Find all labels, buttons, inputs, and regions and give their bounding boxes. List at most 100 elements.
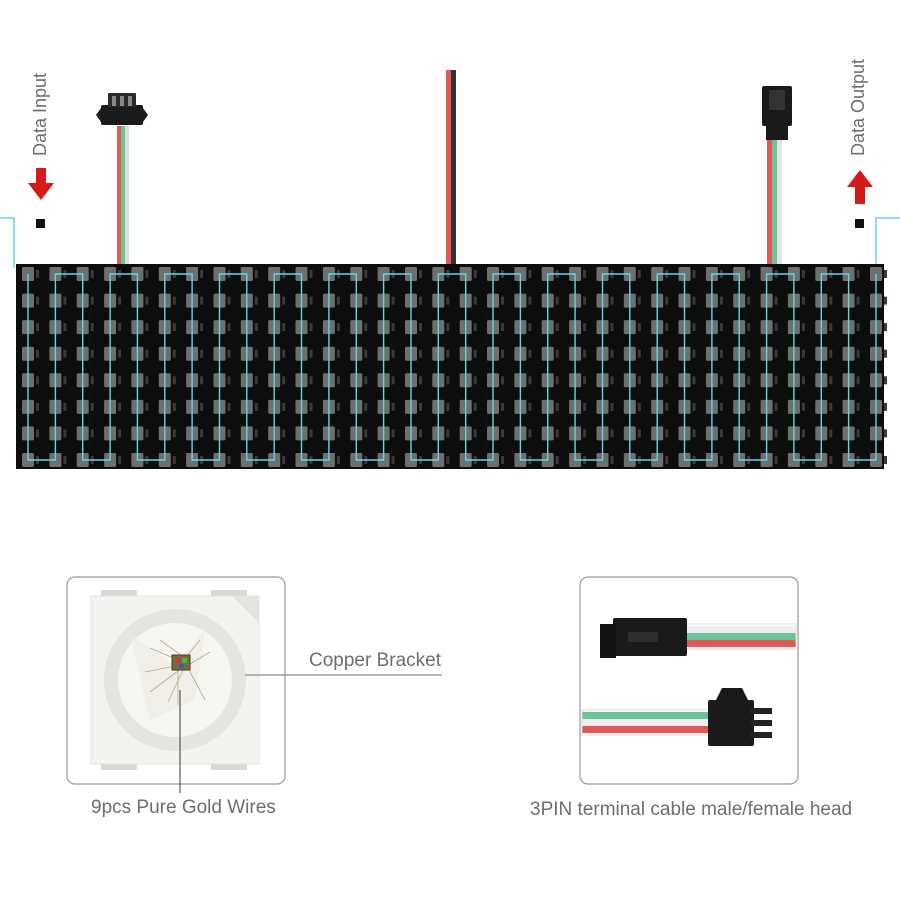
power-wires bbox=[446, 70, 456, 266]
led-capacitor bbox=[501, 296, 504, 305]
led-capacitor bbox=[884, 270, 887, 278]
led-capacitor bbox=[610, 349, 614, 358]
led-capacitor bbox=[309, 402, 313, 411]
led-capacitor bbox=[665, 349, 669, 358]
led-capacitor bbox=[336, 323, 340, 332]
up-arrow-icon bbox=[847, 170, 873, 204]
led-capacitor bbox=[583, 323, 587, 332]
led-capacitor bbox=[36, 376, 39, 385]
led-capacitor bbox=[90, 323, 94, 332]
led-capacitor bbox=[719, 456, 723, 464]
led-capacitor bbox=[747, 323, 751, 332]
led-capacitor bbox=[610, 323, 614, 332]
terminal-cable-closeup bbox=[579, 576, 799, 785]
led-capacitor bbox=[446, 376, 450, 385]
led-capacitor bbox=[200, 376, 204, 385]
led-capacitor bbox=[610, 456, 614, 464]
led-capacitor bbox=[555, 429, 559, 438]
led-capacitor bbox=[63, 323, 67, 332]
led-chip-closeup bbox=[66, 576, 442, 793]
led-capacitor bbox=[747, 296, 751, 305]
led-capacitor bbox=[884, 323, 887, 332]
led-capacitor bbox=[692, 429, 696, 438]
led-capacitor bbox=[391, 349, 395, 358]
led-capacitor bbox=[528, 376, 532, 385]
led-capacitor bbox=[829, 323, 833, 332]
led-capacitor bbox=[200, 270, 204, 278]
led-capacitor bbox=[63, 296, 67, 305]
led-capacitor bbox=[118, 376, 122, 385]
led-capacitor bbox=[200, 402, 204, 411]
led-capacitor bbox=[419, 376, 422, 385]
led-capacitor bbox=[884, 296, 887, 305]
led-capacitor bbox=[309, 429, 313, 438]
led-capacitor bbox=[282, 402, 286, 411]
panel-board bbox=[16, 264, 884, 469]
led-capacitor bbox=[884, 429, 887, 438]
led-capacitor bbox=[90, 296, 94, 305]
led-capacitor bbox=[583, 402, 587, 411]
led-capacitor bbox=[719, 429, 723, 438]
led-capacitor bbox=[719, 323, 723, 332]
led-capacitor bbox=[473, 296, 477, 305]
led-capacitor bbox=[364, 323, 368, 332]
led-capacitor bbox=[774, 429, 778, 438]
led-capacitor bbox=[637, 376, 641, 385]
led-capacitor bbox=[473, 376, 477, 385]
led-capacitor bbox=[227, 296, 231, 305]
led-capacitor bbox=[391, 376, 395, 385]
led-capacitor bbox=[419, 270, 422, 278]
led-capacitor bbox=[747, 429, 751, 438]
led-capacitor bbox=[90, 349, 94, 358]
led-capacitor bbox=[856, 296, 860, 305]
led-capacitor bbox=[227, 456, 231, 464]
led-capacitor bbox=[336, 376, 340, 385]
led-capacitor bbox=[446, 429, 450, 438]
led-capacitor bbox=[336, 402, 340, 411]
led-capacitor bbox=[254, 429, 258, 438]
down-arrow-icon bbox=[28, 168, 54, 200]
led-capacitor bbox=[583, 270, 587, 278]
led-capacitor bbox=[90, 376, 94, 385]
led-capacitor bbox=[665, 323, 669, 332]
led-capacitor bbox=[391, 323, 395, 332]
led-capacitor bbox=[391, 429, 395, 438]
led-matrix-panel bbox=[16, 264, 887, 469]
led-capacitor bbox=[391, 456, 395, 464]
led-capacitor bbox=[419, 296, 422, 305]
led-capacitor bbox=[555, 296, 559, 305]
led-capacitor bbox=[719, 376, 723, 385]
led-capacitor bbox=[118, 402, 122, 411]
led-capacitor bbox=[501, 456, 504, 464]
led-grid bbox=[22, 267, 887, 467]
led-capacitor bbox=[254, 376, 258, 385]
led-capacitor bbox=[254, 296, 258, 305]
led-capacitor bbox=[692, 270, 696, 278]
led-capacitor bbox=[801, 270, 805, 278]
led-capacitor bbox=[172, 429, 176, 438]
led-capacitor bbox=[884, 456, 887, 464]
led-capacitor bbox=[774, 402, 778, 411]
led-capacitor bbox=[555, 402, 559, 411]
led-capacitor bbox=[501, 402, 504, 411]
led-capacitor bbox=[583, 429, 587, 438]
led-capacitor bbox=[665, 456, 669, 464]
led-capacitor bbox=[309, 323, 313, 332]
led-capacitor bbox=[801, 429, 805, 438]
led-capacitor bbox=[145, 270, 149, 278]
led-capacitor bbox=[719, 296, 723, 305]
led-capacitor bbox=[801, 296, 805, 305]
led-capacitor bbox=[227, 349, 231, 358]
led-capacitor bbox=[118, 456, 122, 464]
led-capacitor bbox=[801, 402, 805, 411]
led-capacitor bbox=[637, 296, 641, 305]
data-input-label: Data Input bbox=[30, 72, 50, 156]
input-connector bbox=[96, 93, 148, 266]
led-capacitor bbox=[254, 349, 258, 358]
led-capacitor bbox=[145, 349, 149, 358]
led-capacitor bbox=[473, 349, 477, 358]
led-capacitor bbox=[145, 402, 149, 411]
led-capacitor bbox=[555, 323, 559, 332]
led-capacitor bbox=[364, 429, 368, 438]
led-capacitor bbox=[364, 402, 368, 411]
